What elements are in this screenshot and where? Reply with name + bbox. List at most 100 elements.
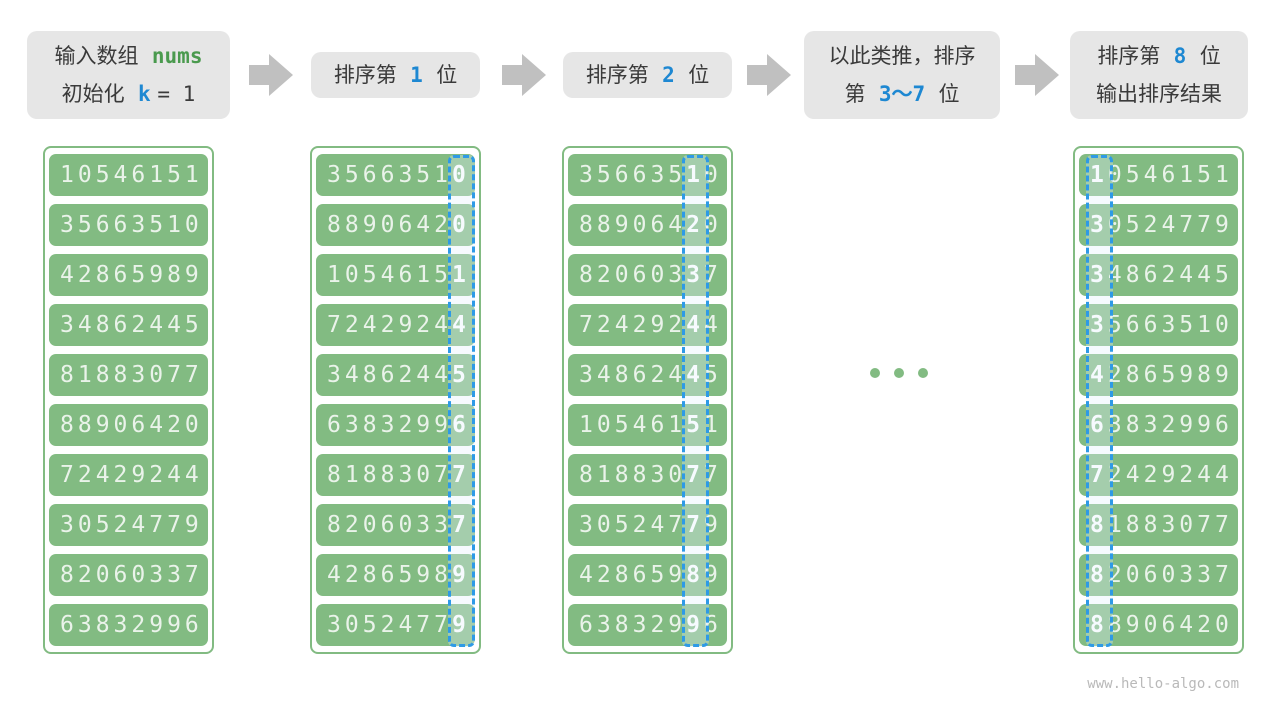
digit: 6 xyxy=(632,162,651,188)
digit: 4 xyxy=(1161,212,1180,238)
digit: 8 xyxy=(1125,362,1144,388)
digit: 4 xyxy=(344,362,363,388)
current-digit: 2 xyxy=(686,212,705,238)
current-digit-highlight xyxy=(682,155,710,647)
digit: 8 xyxy=(362,462,381,488)
digit: 8 xyxy=(579,212,597,238)
digit: 3 xyxy=(650,162,669,188)
digit: 4 xyxy=(362,312,381,338)
current-digit: 9 xyxy=(452,612,470,638)
array-cell: 63832996 xyxy=(568,604,727,646)
digit: 9 xyxy=(668,562,687,588)
array-cell: 82060337 xyxy=(568,254,727,296)
digit: 8 xyxy=(596,212,615,238)
digit: 0 xyxy=(668,462,687,488)
digit: 1 xyxy=(1179,162,1198,188)
digit: 5 xyxy=(650,562,669,588)
step-label-init: 输入数组 nums 初始化 k = 1 xyxy=(27,31,230,119)
nums-code: nums xyxy=(151,44,203,68)
dot xyxy=(870,368,880,378)
array-cell: 42865989 xyxy=(1079,354,1238,396)
digit: 4 xyxy=(398,612,417,638)
digit: 9 xyxy=(1215,212,1233,238)
array-cell: 63832996 xyxy=(49,604,208,646)
digit: 8 xyxy=(380,462,399,488)
digit: 0 xyxy=(398,512,417,538)
digit: 6 xyxy=(380,562,399,588)
digit: 4 xyxy=(416,362,435,388)
digit: 3 xyxy=(344,412,363,438)
digit: 3 xyxy=(327,612,345,638)
digit: 5 xyxy=(362,262,381,288)
digit: 3 xyxy=(416,512,435,538)
digit: 8 xyxy=(614,612,633,638)
digit: 5 xyxy=(668,162,687,188)
digit: 0 xyxy=(344,612,363,638)
current-digit: 0 xyxy=(452,212,470,238)
digit: 4 xyxy=(1197,462,1216,488)
digit: 4 xyxy=(1215,462,1233,488)
digit: 9 xyxy=(362,212,381,238)
digit: 2 xyxy=(1179,462,1198,488)
digit: 8 xyxy=(1125,262,1144,288)
digit: 8 xyxy=(362,562,381,588)
arrow-right-icon xyxy=(747,54,791,96)
digit: 4 xyxy=(668,212,687,238)
current-digit-highlight xyxy=(1086,155,1113,647)
step-text: 位 xyxy=(688,63,710,87)
digit: 6 xyxy=(398,212,417,238)
digit: 6 xyxy=(614,162,633,188)
array-cell: 82060337 xyxy=(49,554,208,596)
current-digit: 6 xyxy=(452,412,470,438)
array-cell: 30524779 xyxy=(49,504,208,546)
digit: 3 xyxy=(327,162,345,188)
array-cell: 10546151 xyxy=(1079,154,1238,196)
digit: 9 xyxy=(1161,462,1180,488)
digit: 2 xyxy=(596,262,615,288)
digit: 0 xyxy=(650,262,669,288)
digit: 0 xyxy=(1161,562,1180,588)
digit: 2 xyxy=(632,512,651,538)
current-digit: 3 xyxy=(1090,212,1108,238)
digit: 4 xyxy=(434,362,453,388)
digit: 5 xyxy=(1161,362,1180,388)
digit: 3 xyxy=(650,462,669,488)
digit: 6 xyxy=(650,212,669,238)
digit: 1 xyxy=(416,262,435,288)
digit: 1 xyxy=(1215,162,1233,188)
digit: 5 xyxy=(614,512,633,538)
array-cell: 30524779 xyxy=(568,504,727,546)
current-digit: 1 xyxy=(686,162,705,188)
digit: 9 xyxy=(416,412,435,438)
digit: 9 xyxy=(1179,362,1198,388)
digit: 5 xyxy=(1179,312,1198,338)
digit: 8 xyxy=(1197,362,1216,388)
array-cell: 72429244 xyxy=(49,454,208,496)
current-digit: 5 xyxy=(452,362,470,388)
current-digit: 9 xyxy=(452,562,470,588)
digit: 5 xyxy=(434,262,453,288)
digit: 7 xyxy=(1179,212,1198,238)
digit: 3 xyxy=(398,462,417,488)
digit: 8 xyxy=(1125,412,1144,438)
digit-range: 3～7 xyxy=(878,82,926,106)
digit: 4 xyxy=(1125,462,1144,488)
digit: 2 xyxy=(380,312,399,338)
step-label-digit-3-7: 以此类推，排序 第 3～7 位 xyxy=(804,31,1000,119)
digit: 3 xyxy=(1161,312,1180,338)
step-label-digit-8: 排序第 8 位 输出排序结果 xyxy=(1070,31,1248,119)
array-cell: 81883077 xyxy=(49,354,208,396)
digit: 4 xyxy=(416,212,435,238)
digit: 1 xyxy=(1197,312,1216,338)
digit: 1 xyxy=(434,162,453,188)
array-cell: 42865989 xyxy=(49,254,208,296)
digit: 4 xyxy=(579,562,597,588)
digit: 8 xyxy=(614,562,633,588)
digit: 5 xyxy=(1197,162,1216,188)
digit: 5 xyxy=(596,162,615,188)
digit: 2 xyxy=(1143,462,1162,488)
digit: 8 xyxy=(579,262,597,288)
digit: 2 xyxy=(416,312,435,338)
current-digit: 8 xyxy=(1090,612,1108,638)
